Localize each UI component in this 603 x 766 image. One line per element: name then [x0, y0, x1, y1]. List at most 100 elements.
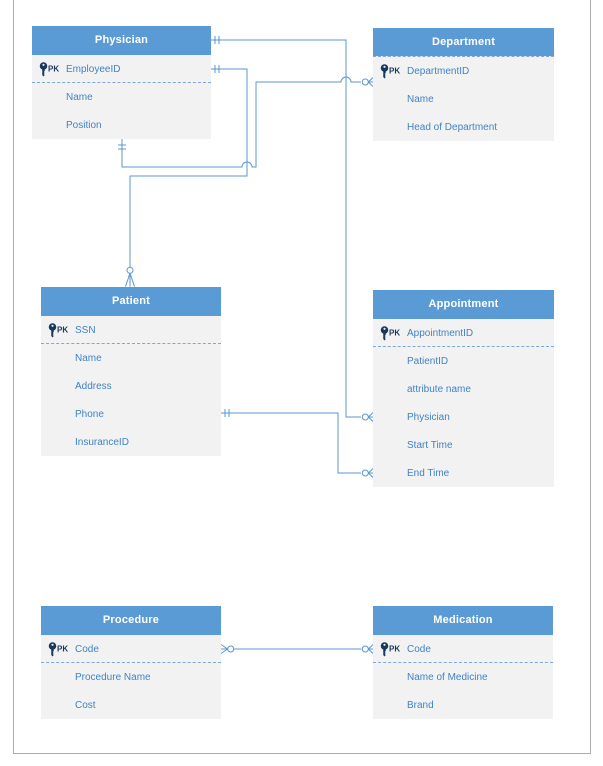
field-name: Physician	[407, 411, 450, 423]
connector-line[interactable]	[221, 412, 361, 474]
connector-line[interactable]	[129, 68, 248, 267]
cardinality-zero-circle	[361, 645, 369, 653]
primary-key-icon	[380, 642, 389, 657]
primary-key-icon	[380, 64, 389, 79]
field-name: EmployeeID	[66, 63, 121, 75]
entity-procedure-body: PK Code Procedure Name Cost	[41, 635, 221, 719]
field-row-pk[interactable]: PK AppointmentID	[373, 319, 554, 347]
field-row[interactable]: Name	[373, 85, 554, 113]
field-name: Code	[407, 643, 431, 655]
cardinality-crowfoot	[367, 77, 374, 87]
primary-key-icon	[48, 323, 57, 338]
field-name: Code	[75, 643, 99, 655]
entity-medication-title[interactable]: Medication	[373, 606, 553, 635]
field-row[interactable]: attribute name	[373, 375, 554, 403]
field-row[interactable]: Brand	[373, 691, 553, 719]
pk-separator	[32, 82, 211, 83]
field-row[interactable]: PatientID	[373, 347, 554, 375]
pk-tag: PK	[57, 325, 69, 335]
pk-separator	[41, 662, 221, 663]
primary-key-icon	[39, 62, 48, 77]
field-name: Name	[407, 93, 434, 105]
cardinality-zero-circle	[126, 266, 134, 274]
field-row[interactable]: Phone	[41, 400, 221, 428]
cardinality-one-and-only-one	[214, 65, 220, 73]
field-name: Position	[66, 119, 102, 131]
entity-appointment[interactable]: Appointment PK AppointmentID PatientID a…	[373, 290, 554, 487]
entity-patient-title[interactable]: Patient	[41, 287, 221, 316]
cardinality-crowfoot	[367, 468, 374, 478]
field-name: Brand	[407, 699, 434, 711]
field-row-pk[interactable]: PK SSN	[41, 316, 221, 344]
field-row[interactable]: Name	[41, 344, 221, 372]
cardinality-one-and-only-one	[214, 36, 220, 44]
field-row[interactable]: Start Time	[373, 431, 554, 459]
field-name: Address	[75, 380, 112, 392]
relationship-physician-patient[interactable]	[125, 65, 248, 287]
field-row-pk[interactable]: PK Code	[373, 635, 553, 663]
field-row-pk[interactable]: PK Code	[41, 635, 221, 663]
entity-medication[interactable]: Medication PK Code Name of Medicine Bran…	[373, 606, 553, 719]
field-name: End Time	[407, 467, 450, 479]
pk-separator	[373, 662, 553, 663]
field-name: PatientID	[407, 355, 449, 367]
pk-separator	[373, 346, 554, 347]
field-row-pk[interactable]: PK DepartmentID	[373, 57, 554, 85]
cardinality-zero-circle	[361, 413, 369, 421]
field-name: Name of Medicine	[407, 671, 488, 683]
field-row-pk[interactable]: PK EmployeeID	[32, 55, 211, 83]
connector-line[interactable]	[211, 39, 361, 418]
field-name: Cost	[75, 699, 96, 711]
field-row[interactable]: Procedure Name	[41, 663, 221, 691]
field-name: Phone	[75, 408, 104, 420]
field-name: Start Time	[407, 439, 453, 451]
field-row[interactable]: Position	[32, 111, 211, 139]
pk-tag: PK	[389, 328, 401, 338]
cardinality-zero-circle	[361, 469, 369, 477]
field-name: Name	[66, 91, 93, 103]
field-name: SSN	[75, 324, 96, 336]
field-name: attribute name	[407, 383, 471, 395]
pk-tag: PK	[57, 644, 69, 654]
field-name: Name	[75, 352, 102, 364]
entity-physician[interactable]: Physician PK EmployeeID Name Position	[32, 26, 211, 139]
relationship-procedure-medication[interactable]	[220, 644, 374, 654]
field-name: InsuranceID	[75, 436, 129, 448]
cardinality-one-and-only-one	[224, 409, 230, 417]
cardinality-crowfoot	[367, 644, 374, 654]
field-row[interactable]: Name of Medicine	[373, 663, 553, 691]
field-row[interactable]: End Time	[373, 459, 554, 487]
entity-medication-body: PK Code Name of Medicine Brand	[373, 635, 553, 719]
field-name: DepartmentID	[407, 65, 470, 77]
entity-physician-body: PK EmployeeID Name Position	[32, 55, 211, 139]
cardinality-crowfoot	[367, 412, 374, 422]
primary-key-icon	[48, 642, 57, 657]
field-name: Head of Department	[407, 121, 498, 133]
relationship-patient-appointment[interactable]	[221, 409, 374, 478]
field-row[interactable]: Head of Department	[373, 113, 554, 141]
field-row[interactable]: Physician	[373, 403, 554, 431]
entity-appointment-body: PK AppointmentID PatientID attribute nam…	[373, 319, 554, 487]
relationship-physician-department[interactable]	[118, 76, 374, 168]
entity-department-title[interactable]: Department	[373, 28, 554, 57]
field-row[interactable]: Address	[41, 372, 221, 400]
cardinality-zero-circle	[361, 78, 369, 86]
cardinality-crowfoot	[220, 644, 228, 654]
entity-procedure[interactable]: Procedure PK Code Procedure Name Cost	[41, 606, 221, 719]
entity-department[interactable]: Department PK DepartmentID Name Head of …	[373, 28, 554, 141]
field-row[interactable]: Cost	[41, 691, 221, 719]
entity-department-body: PK DepartmentID Name Head of Department	[373, 56, 554, 141]
field-name: AppointmentID	[407, 327, 474, 339]
field-row[interactable]: Name	[32, 83, 211, 111]
connector-line[interactable]	[121, 76, 361, 168]
pk-tag: PK	[389, 66, 401, 76]
entity-appointment-title[interactable]: Appointment	[373, 290, 554, 319]
entity-patient[interactable]: Patient PK SSN Name Address Phone Insura…	[41, 287, 221, 456]
field-row[interactable]: InsuranceID	[41, 428, 221, 456]
entity-physician-title[interactable]: Physician	[32, 26, 211, 55]
pk-tag: PK	[48, 64, 60, 74]
relationship-physician-appointment[interactable]	[211, 36, 374, 422]
entity-procedure-title[interactable]: Procedure	[41, 606, 221, 635]
